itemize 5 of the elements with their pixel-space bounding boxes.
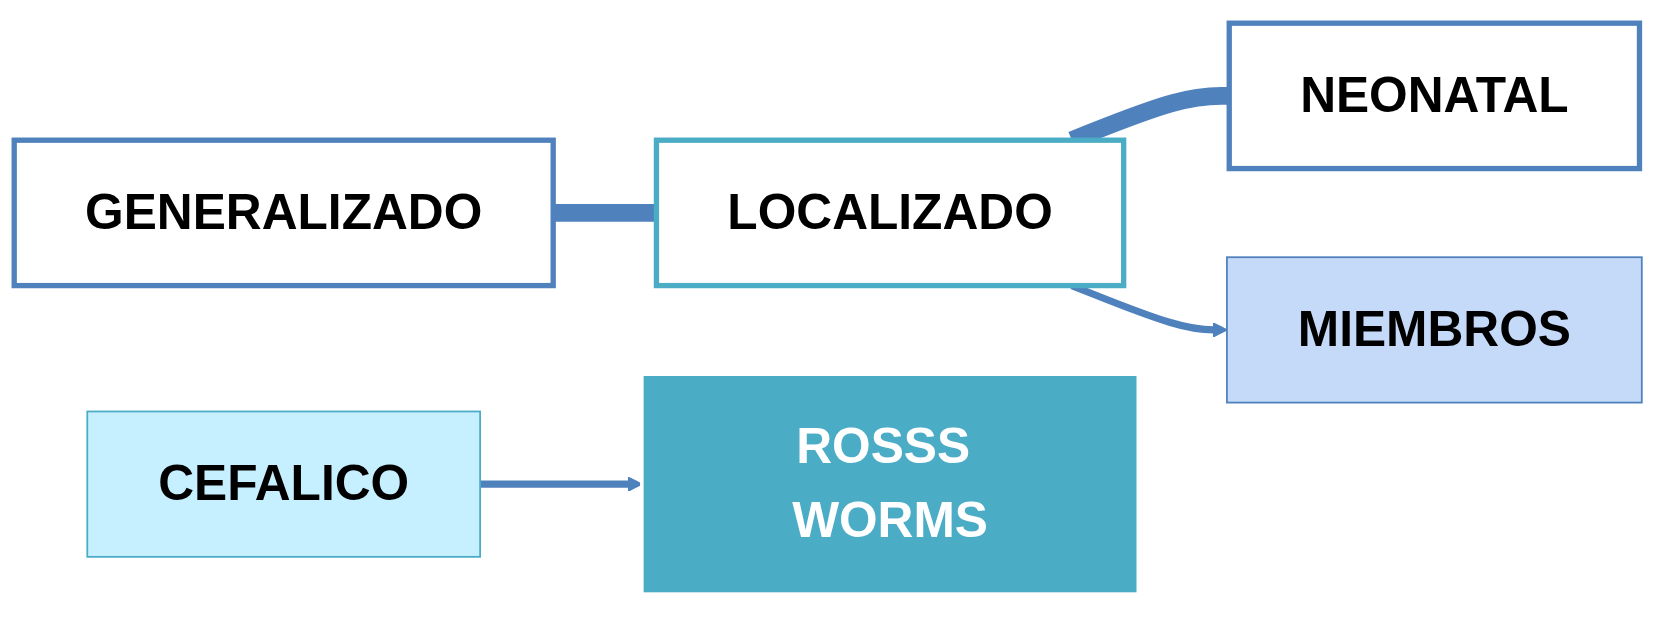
node-box: MIEMBROS xyxy=(1226,256,1643,404)
node-box: GENERALIZADO xyxy=(11,137,556,289)
node-box: CEFALICO xyxy=(86,410,481,559)
node-box: NEONATAL xyxy=(1226,20,1643,172)
node-box: LOCALIZADO xyxy=(653,137,1127,289)
